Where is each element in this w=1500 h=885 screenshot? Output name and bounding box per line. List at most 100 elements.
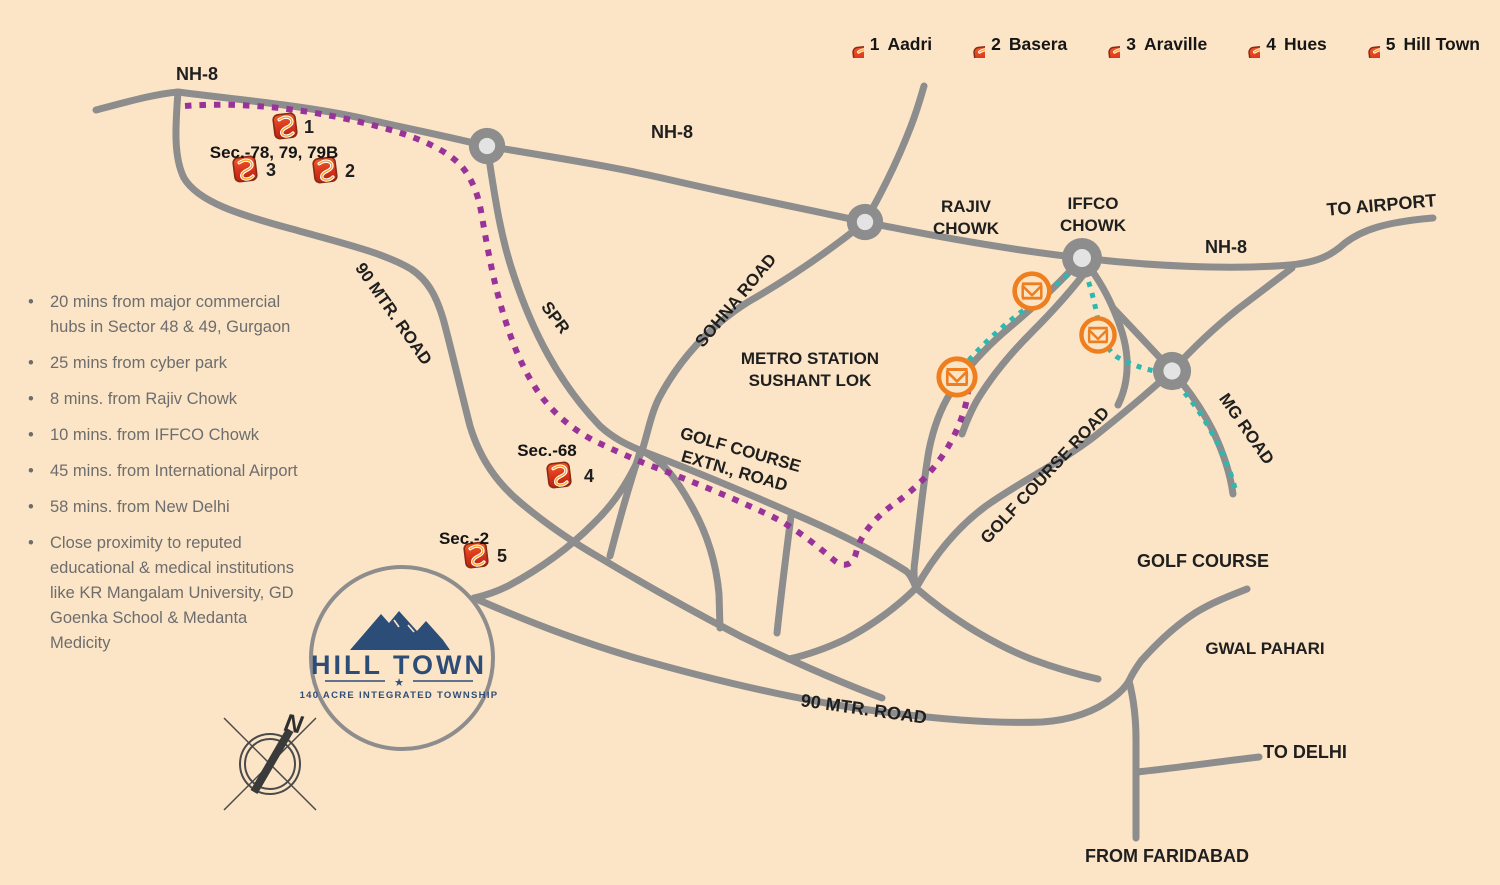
highlights-list: 20 mins from major commercial hubs in Se… <box>26 290 306 656</box>
marker-number-4: 4 <box>584 466 594 486</box>
road-spr <box>483 142 724 632</box>
legend-item: 1 Aadri <box>838 30 932 58</box>
highlights-panel: 20 mins from major commercial hubs in Se… <box>26 290 306 667</box>
road-golf-course-road <box>912 367 1176 592</box>
highlight-item: 20 mins from major commercial hubs in Se… <box>26 290 306 340</box>
road-iffco-south-stub <box>1078 254 1131 409</box>
metro-icon-1 <box>1015 274 1050 309</box>
road-sohna <box>470 218 869 602</box>
label-iffco-chowk-line1: IFFCO <box>1068 194 1119 213</box>
label-metro-station-line1: METRO STATION <box>741 349 879 368</box>
roundabout-mg-road <box>1152 351 1192 391</box>
marker-number-1: 1 <box>304 117 314 137</box>
legend-item: 5 Hill Town <box>1354 30 1480 58</box>
legend-item: 3 Araville <box>1094 30 1207 58</box>
legend-item-number: 2 <box>991 33 1001 54</box>
compass-north-label: N <box>282 709 306 740</box>
logo-circle <box>309 565 495 751</box>
marker-number-3: 3 <box>266 160 276 180</box>
label-from-faridabad: FROM FARIDABAD <box>1085 846 1249 866</box>
metro-line-sushant-lok <box>962 265 1079 368</box>
marker-icon-4 <box>545 460 573 490</box>
label-gwal-pahari: GWAL PAHARI <box>1205 639 1324 658</box>
mountain-snow-accent <box>393 619 415 633</box>
legend-item: 4 Hues <box>1234 30 1327 58</box>
road-iffco-southwest <box>910 254 1086 592</box>
logo-star-icon: ★ <box>394 677 404 689</box>
highlight-item: Close proximity to reputed educational &… <box>26 531 306 656</box>
legend-item-name: Basera <box>1008 33 1068 54</box>
label-nh8-mid: NH-8 <box>651 122 693 142</box>
legend-marker-icon <box>959 30 985 58</box>
legend: 1 Aadri 2 Basera 3 Araville 4 Hues <box>838 30 1480 58</box>
road-iffco-southwest-2 <box>958 262 1094 438</box>
road-90mtr-left <box>172 88 886 702</box>
roundabout-spr <box>468 127 506 165</box>
label-golf-course: GOLF COURSE <box>1137 551 1269 571</box>
road-nh8-west <box>92 88 491 150</box>
label-to-airport: TO AIRPORT <box>1326 190 1437 220</box>
map-labels: NH-8 NH-8 NH-8 RAJIV CHOWK IFFCO CHOWK T… <box>176 64 1437 866</box>
legend-marker-icon <box>1094 30 1120 58</box>
highlight-item: 10 mins. from IFFCO Chowk <box>26 423 306 448</box>
legend-item-number: 3 <box>1126 33 1137 54</box>
label-sec-2: Sec.-2 <box>439 529 489 548</box>
label-nh8-east: NH-8 <box>1205 237 1247 257</box>
label-sec-68: Sec.-68 <box>517 441 577 460</box>
metro-icon-sushant-lok <box>939 359 975 395</box>
road-golf-fork-east <box>912 584 1102 683</box>
highlight-item: 8 mins. from Rajiv Chowk <box>26 387 306 412</box>
legend-item-name: Aadri <box>887 33 933 54</box>
legend-item-name: Araville <box>1144 33 1208 54</box>
highlight-item: 45 mins. from International Airport <box>26 459 306 484</box>
road-mg-northeast <box>1168 264 1296 375</box>
label-metro-station-line2: SUSHANT LOK <box>749 371 873 390</box>
road-rajiv-north <box>861 82 928 226</box>
compass-icon <box>223 717 317 811</box>
road-golf-fork-west <box>785 584 920 663</box>
road-network <box>92 82 1437 842</box>
road-faridabad-vertical <box>1125 677 1140 842</box>
legend-item-number: 5 <box>1385 33 1396 54</box>
marker-number-2: 2 <box>345 161 355 181</box>
label-nh8-top-left: NH-8 <box>176 64 218 84</box>
roundabout-rajiv-chowk <box>846 203 884 241</box>
marker-icon-1 <box>271 111 299 141</box>
road-nh8-central <box>483 142 869 226</box>
legend-marker-icon <box>1354 30 1380 58</box>
project-markers: 1 2 3 4 5 <box>231 111 594 570</box>
label-iffco-chowk-line2: CHOWK <box>1060 216 1127 235</box>
logo-tagline: 140 ACRE INTEGRATED TOWNSHIP <box>300 690 499 701</box>
road-connector-1 <box>606 448 644 560</box>
legend-item-number: 1 <box>869 33 880 54</box>
label-spr: SPR <box>537 298 573 337</box>
legend-item-name: Hues <box>1284 33 1327 54</box>
hill-town-logo: HILL TOWN ★ 140 ACRE INTEGRATED TOWNSHIP <box>300 565 499 751</box>
road-mg <box>1168 367 1237 498</box>
road-connector-2 <box>773 512 795 637</box>
legend-item-number: 4 <box>1266 33 1276 54</box>
legend-item-name: Hill Town <box>1403 33 1480 54</box>
road-nh8-east <box>861 214 1437 271</box>
label-90mtr-bottom: 90 MTR. ROAD <box>800 690 929 727</box>
highlight-item: 58 mins. from New Delhi <box>26 495 306 520</box>
label-to-delhi: TO DELHI <box>1263 742 1347 762</box>
roundabout-iffco-chowk <box>1062 238 1102 278</box>
legend-item: 2 Basera <box>959 30 1067 58</box>
label-rajiv-chowk-line1: RAJIV <box>941 197 992 216</box>
road-golf-course-stub <box>1125 585 1251 685</box>
legend-marker-icon <box>838 30 864 58</box>
label-sohna-road: SOHNA ROAD <box>691 250 780 351</box>
label-rajiv-chowk-line2: CHOWK <box>933 219 1000 238</box>
marker-number-5: 5 <box>497 546 507 566</box>
label-sec-78: Sec.-78, 79, 79B <box>210 143 339 162</box>
highlight-item: 25 mins from cyber park <box>26 351 306 376</box>
metro-icon-2 <box>1081 318 1114 351</box>
label-golf-course-road: GOLF COURSE ROAD <box>977 403 1113 547</box>
road-90mtr-bottom <box>470 594 1133 726</box>
mountain-icon <box>350 611 450 650</box>
logo-title: HILL TOWN <box>311 650 487 680</box>
legend-marker-icon <box>1234 30 1260 58</box>
road-to-delhi <box>1133 753 1263 776</box>
